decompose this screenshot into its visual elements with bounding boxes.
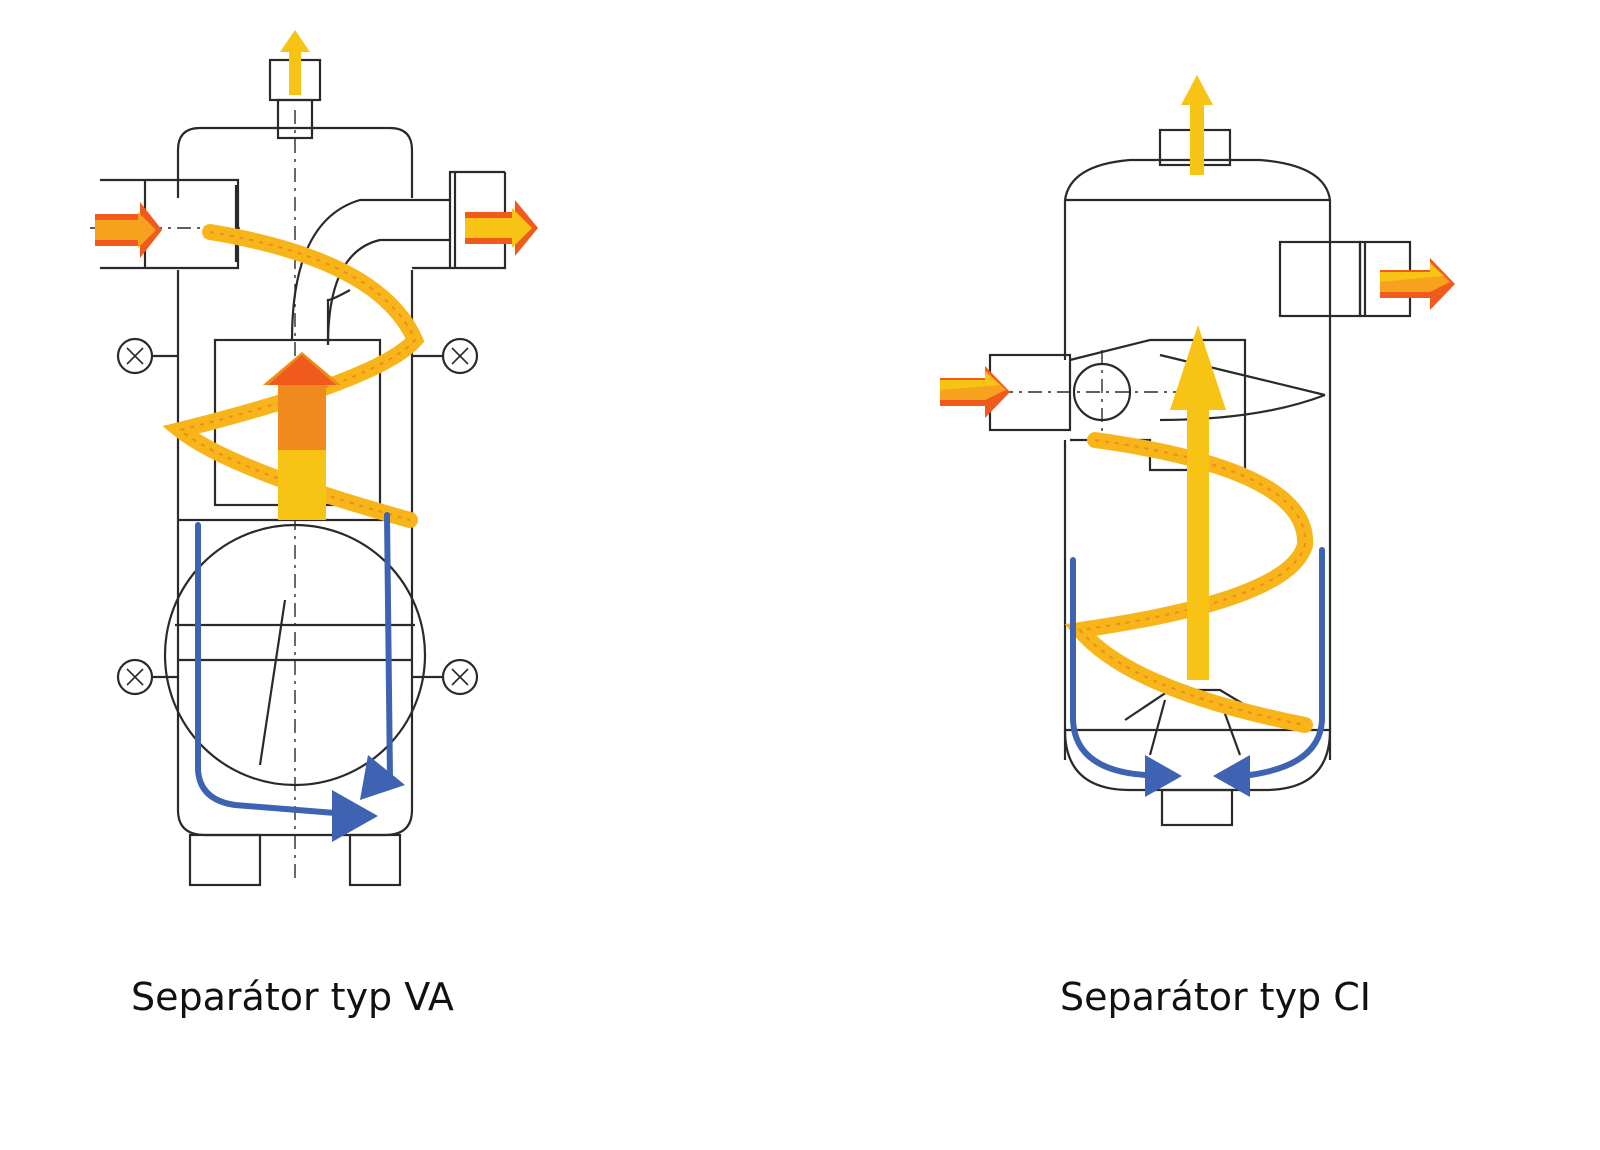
caption-separator-va: Separátor typ VA: [131, 975, 454, 1019]
va-lug-symbols: [126, 347, 469, 686]
va-oil-flow: [195, 512, 393, 818]
ci-oil-arrowhead-right: [1213, 755, 1250, 797]
va-oil-arrowhead-2: [360, 755, 405, 800]
caption-separator-ci: Separátor typ CI: [1060, 975, 1371, 1019]
separator-ci-drawing: [940, 75, 1455, 827]
ci-central-gas-arrow: [1170, 325, 1226, 680]
ci-swirl-texture: [1078, 439, 1307, 726]
va-oil-arrowhead-1: [332, 790, 378, 842]
ci-oil-flow: [1070, 547, 1325, 778]
separator-ci-diagram: [930, 0, 1490, 900]
va-central-gas-arrow: [263, 352, 341, 520]
va-swirl-spiral: [162, 224, 425, 528]
separator-va-diagram: [60, 0, 580, 900]
separator-va-drawing: [90, 30, 538, 887]
ci-outlet-arrow: [1380, 258, 1455, 310]
va-outlet-arrow: [465, 200, 538, 256]
ci-inlet-arrow: [940, 366, 1010, 418]
ci-oil-arrowhead-left: [1145, 755, 1182, 797]
ci-top-vent-arrow: [1181, 75, 1213, 175]
va-top-vent-arrow: [280, 30, 310, 95]
va-inlet-arrow: [95, 202, 162, 258]
